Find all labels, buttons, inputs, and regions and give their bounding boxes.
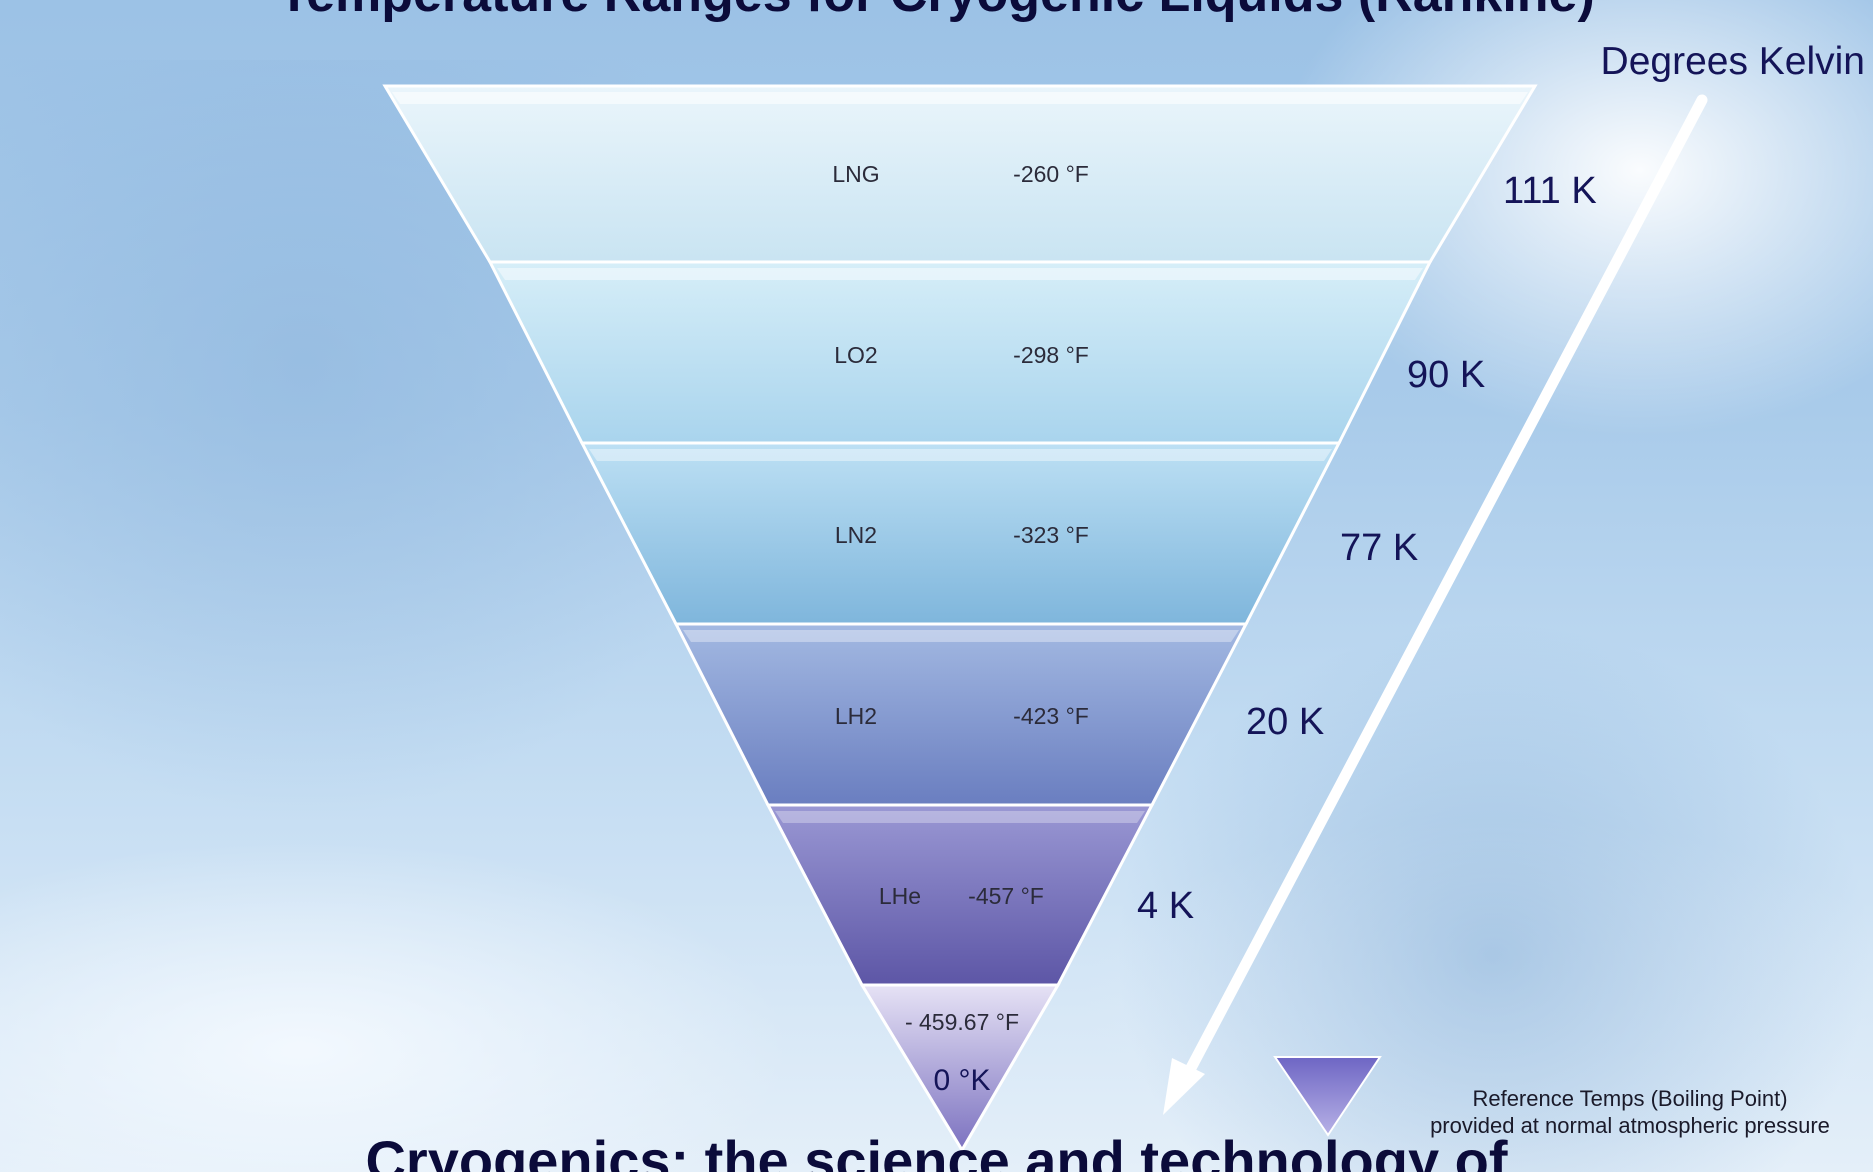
absolute-zero-kelvin: 0 °K: [933, 1064, 990, 1097]
band-lng-name: LNG: [832, 161, 879, 187]
band-ln2: LN2 -323 °F: [579, 441, 1342, 626]
band-ln2-fahrenheit: -323 °F: [1013, 522, 1089, 548]
footer-caption: Cryogenics: the science and technology o…: [365, 1129, 1508, 1172]
band-lhe-shape: [765, 803, 1155, 987]
band-lo2: LO2 -298 °F: [487, 260, 1433, 445]
legend-triangle-icon: [1273, 1056, 1382, 1137]
kelvin-label-lhe: 4 K: [1137, 885, 1194, 927]
band-lo2-bevel: [497, 268, 1423, 280]
band-lh2-fahrenheit: -423 °F: [1013, 703, 1089, 729]
band-lng-fahrenheit: -260 °F: [1013, 161, 1089, 187]
band-lh2-name: LH2: [835, 703, 877, 729]
band-lh2: LH2 -423 °F: [673, 622, 1249, 807]
kelvin-label-ln2: 77 K: [1340, 527, 1418, 569]
legend-note: Reference Temps (Boiling Point) provided…: [1360, 1085, 1873, 1139]
band-lo2-fahrenheit: -298 °F: [1013, 342, 1089, 368]
band-absolute-zero: - 459.67 °F 0 °K: [859, 983, 1061, 1153]
band-lh2-bevel: [683, 630, 1239, 642]
band-lng-bevel: [392, 92, 1528, 104]
band-ln2-name: LN2: [835, 522, 877, 548]
axis-label-degrees-kelvin: Degrees Kelvin: [1600, 40, 1865, 83]
band-lhe-fahrenheit: -457 °F: [968, 883, 1044, 909]
band-lh2-shape: [673, 622, 1249, 807]
band-lhe-bevel: [775, 811, 1145, 823]
ice-background-right: [1113, 620, 1873, 1172]
band-lhe-name: LHe: [879, 883, 921, 909]
legend-line-1: Reference Temps (Boiling Point): [1472, 1086, 1788, 1111]
band-lhe: LHe -457 °F: [765, 803, 1155, 987]
absolute-zero-fahrenheit: - 459.67 °F: [905, 1009, 1019, 1035]
band-lng-shape: [382, 84, 1538, 264]
band-lng: LNG -260 °F: [382, 84, 1538, 264]
kelvin-label-lo2: 90 K: [1407, 354, 1485, 396]
descending-arrow: [1163, 94, 1708, 1115]
funnel-tip-shape: [859, 983, 1061, 1153]
legend-line-2: provided at normal atmospheric pressure: [1430, 1113, 1830, 1138]
kelvin-label-lh2: 20 K: [1246, 701, 1324, 743]
band-lo2-shape: [487, 260, 1433, 445]
band-ln2-bevel: [589, 449, 1332, 461]
band-ln2-shape: [579, 441, 1342, 626]
slide-title: Temperature Ranges for Cryogenic Liquids…: [0, 0, 1873, 24]
band-lo2-name: LO2: [834, 342, 877, 368]
kelvin-label-lng: 111 K: [1503, 170, 1597, 212]
